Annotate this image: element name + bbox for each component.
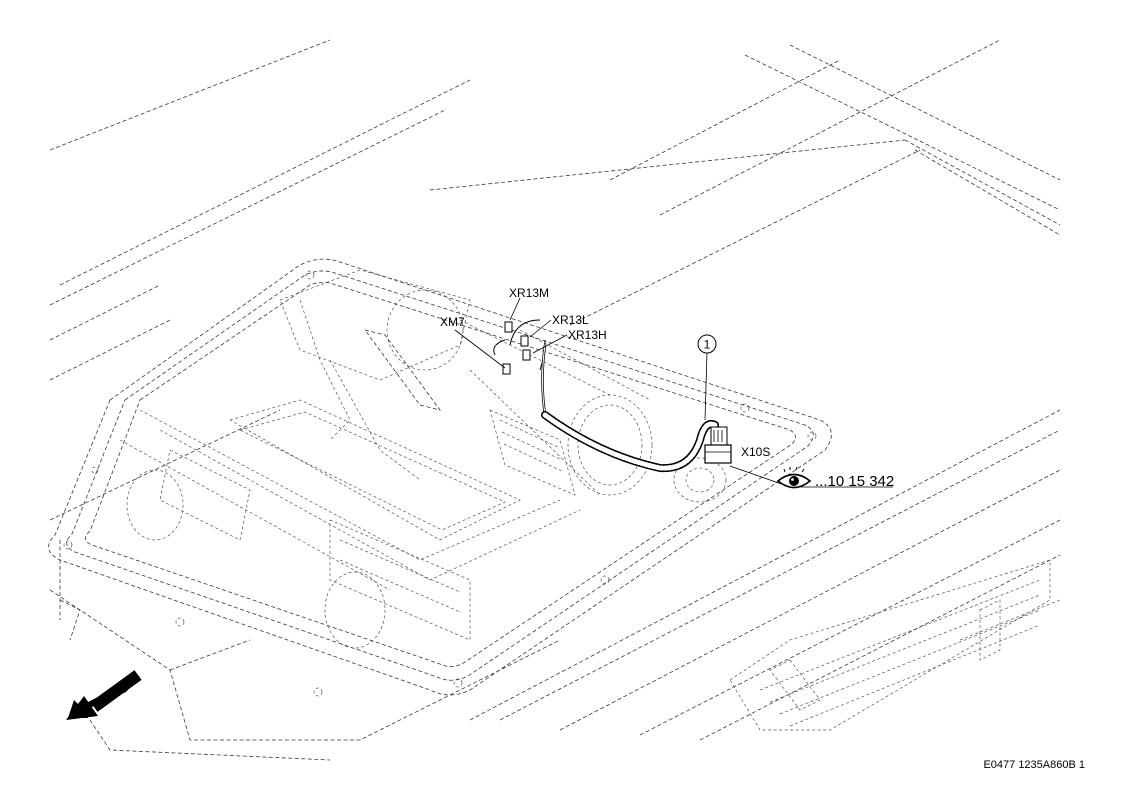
- vehicle-outline: [48, 39, 1061, 761]
- label-xr13m: XR13M: [509, 286, 549, 300]
- connector-xm7: [502, 363, 511, 375]
- connector-xr13m: [504, 321, 513, 333]
- callout-item-1: 1: [697, 334, 717, 354]
- reference-code: ...10 15 342: [815, 473, 894, 490]
- connector-x10s: [704, 426, 732, 464]
- arrow-down-left-icon: [66, 670, 142, 720]
- eye-icon: [776, 466, 812, 489]
- wiring-harness: [493, 319, 719, 473]
- label-xr13l: XR13L: [552, 313, 589, 327]
- callout-number: 1: [704, 338, 711, 352]
- label-xr13h: XR13H: [568, 328, 607, 342]
- connector-xr13l: [520, 335, 529, 347]
- document-code: E0477 1235A860B 1: [983, 759, 1085, 771]
- label-xm7: XM7: [440, 315, 465, 329]
- leader-lines: [454, 297, 893, 488]
- connector-xr13h: [522, 349, 531, 361]
- label-x10s: X10S: [741, 445, 770, 459]
